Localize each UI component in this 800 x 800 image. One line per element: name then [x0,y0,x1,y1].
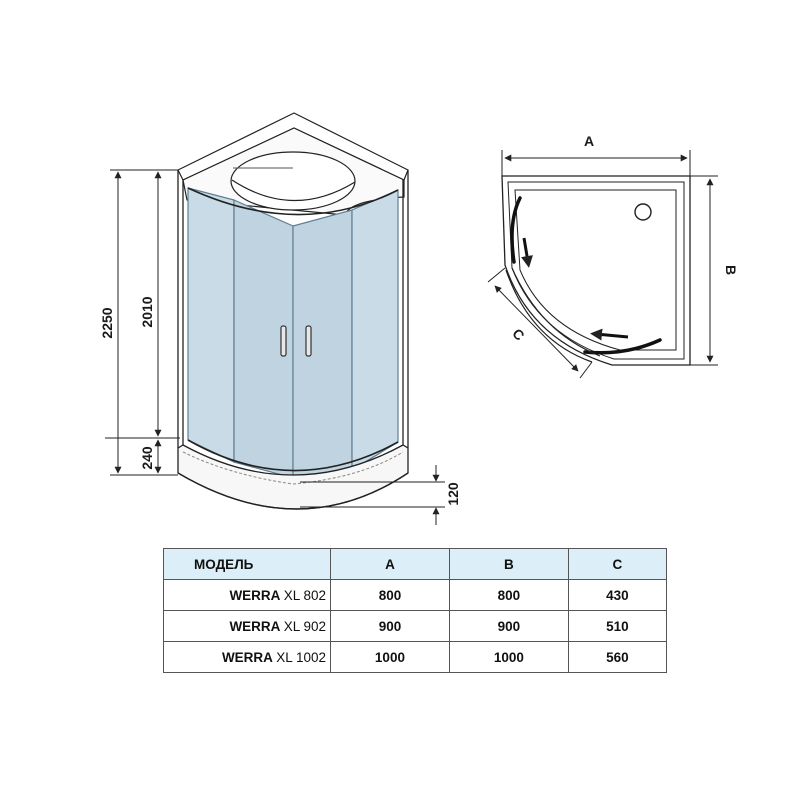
header-c: C [567,548,668,580]
header-model: МОДЕЛЬ [163,548,331,580]
cabin-frame [177,170,409,448]
b-cell: 1000 [448,641,569,673]
dim-b-label: B [723,265,739,275]
model-series: XL 902 [283,618,326,634]
slide-arrow-down-icon [521,237,533,268]
glass-panels [187,187,399,479]
model-cell: WERRA XL 1002 [163,641,331,673]
b-cell: 900 [448,610,569,642]
header-b: B [448,548,569,580]
sliding-door-left [510,196,522,264]
shower-tray [177,444,409,510]
dim-total-height-label: 2250 [99,307,115,338]
handle-right-icon [305,325,312,357]
table-row: WERRA XL 1002 1000 1000 560 [163,641,668,673]
dim-tray-depth-label: 120 [445,482,461,506]
c-cell: 560 [567,641,668,673]
a-cell: 800 [330,579,450,611]
header-a: A [330,548,450,580]
model-cell: WERRA XL 802 [163,579,331,611]
dim-line-c [494,285,579,372]
model-brand: WERRA [221,649,273,665]
front-view: 2250 2010 240 120 [99,112,461,525]
model-series: XL 802 [283,587,326,603]
model-cell: WERRA XL 902 [163,610,331,642]
glass-door-right [292,209,353,479]
table-row: WERRA XL 802 800 800 430 [163,579,668,611]
drain-icon [634,203,652,221]
table-header-row: МОДЕЛЬ A B C [163,548,668,580]
spec-table: МОДЕЛЬ A B C WERRA XL 802 800 800 430 WE… [163,548,668,673]
dim-c-label: C [509,325,527,343]
b-cell: 800 [448,579,569,611]
cabin-roof [177,112,409,216]
c-cell: 510 [567,610,668,642]
handle-left-icon [280,325,287,357]
table-row: WERRA XL 902 900 900 510 [163,610,668,642]
model-series: XL 1002 [276,649,326,665]
tray-outline [501,175,691,366]
front-dimensions [105,169,445,525]
glass-panel-right-fixed [351,189,399,472]
slide-arrow-left-icon [590,328,629,341]
door-handles [280,325,312,357]
slide-arrows [521,237,629,341]
dim-cabin-height-label: 2010 [139,296,155,327]
a-cell: 1000 [330,641,450,673]
glass-panel-left-fixed [187,187,235,463]
model-brand: WERRA [229,618,280,634]
model-brand: WERRA [229,587,280,603]
dim-tray-height-label: 240 [139,446,155,470]
c-cell: 430 [567,579,668,611]
a-cell: 900 [330,610,450,642]
dim-a-label: A [584,133,594,149]
top-view: A B C [487,133,739,379]
